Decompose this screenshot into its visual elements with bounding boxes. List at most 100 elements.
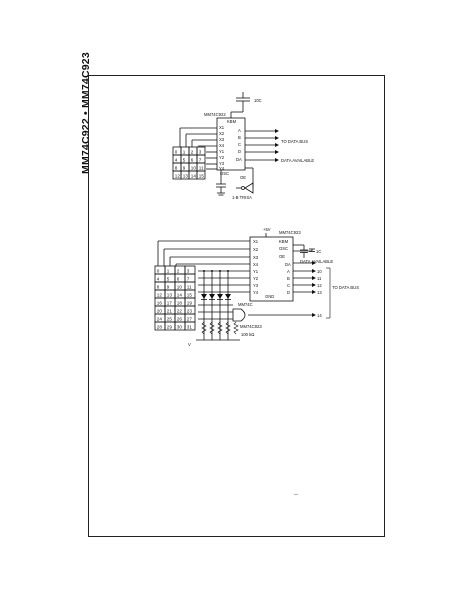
chip2-name: MM74C923: [279, 230, 301, 235]
key-label: 10: [177, 284, 183, 289]
key-label: 31: [187, 324, 193, 329]
page-frame: [88, 75, 385, 537]
diode-symbol: [201, 294, 207, 299]
key-cell: [184, 321, 196, 331]
key-label: 5: [167, 276, 170, 281]
chip2-out-3: C: [287, 283, 290, 288]
resistor-symbol: [201, 321, 207, 335]
resistor-symbol: [225, 321, 231, 335]
chip2-out-0: DA: [285, 262, 291, 267]
chip2-osc: OSC: [279, 246, 288, 251]
chip2-kbm: KBM: [279, 239, 289, 244]
diode-array: [201, 270, 231, 340]
chip1-in-7: Y4: [219, 166, 225, 171]
chip2-in-2: X3: [253, 255, 259, 260]
chip1-in-5: Y2: [219, 155, 225, 160]
resistor-symbol: [217, 321, 223, 335]
key-label: 2: [177, 268, 180, 273]
chip1-in-0: X1: [219, 125, 225, 130]
chip2-out-1: A: [287, 269, 290, 274]
chip2-in-0: X1: [253, 239, 259, 244]
key-label: 29: [167, 324, 173, 329]
out-2-label-3: 12: [317, 283, 322, 288]
key-label: 9: [167, 284, 170, 289]
key-label: 16: [157, 300, 163, 305]
key-label: 1: [167, 268, 170, 273]
resistor-array: [196, 321, 240, 341]
chip1-in-4: Y1: [219, 149, 225, 154]
chip1-in-2: X3: [219, 137, 225, 142]
key-label: 6: [191, 157, 194, 162]
da-label-1: DATA AVAILABLE: [281, 158, 314, 163]
key-label: 14: [191, 173, 197, 178]
chip2-out-2: B: [287, 276, 290, 281]
chip1-in-6: Y3: [219, 161, 225, 166]
key-label: 21: [167, 308, 173, 313]
chip2-oe: OE: [279, 254, 285, 259]
key-label: 18: [177, 300, 183, 305]
junction-dot: [219, 270, 221, 272]
chip1-top-label: KBM: [227, 119, 237, 124]
key-label: 11: [187, 284, 192, 289]
out-2-label-1: 10: [317, 269, 322, 274]
key-label: 8: [175, 165, 178, 170]
chip1-out-0: A: [238, 128, 241, 133]
diagram-2: +5V MM74C923 KBM OSC OE GND X1 X2 X3 X4 …: [154, 227, 359, 347]
key-label: 0: [175, 149, 178, 154]
key-label: 0: [157, 268, 160, 273]
key-label: 10: [191, 165, 197, 170]
key-label: 12: [175, 173, 181, 178]
key-label: 7: [199, 157, 202, 162]
key-label: 17: [167, 300, 173, 305]
chip1-out-2: C: [238, 142, 241, 147]
key-label: 8: [157, 284, 160, 289]
out-2-label-2: 11: [317, 276, 322, 281]
key-label: 1: [183, 149, 186, 154]
chip2-in-1: X2: [253, 247, 259, 252]
key-label: 4: [157, 276, 160, 281]
chip2-in-5: Y2: [253, 276, 259, 281]
key-label: 23: [187, 308, 193, 313]
chip1-out-3: D: [238, 149, 241, 154]
key-label: 6: [177, 276, 180, 281]
key-label: 9: [183, 165, 186, 170]
oe-note-1: 1-B TRISA: [232, 195, 252, 200]
key-label: 15: [199, 173, 205, 178]
junction-dot: [211, 270, 213, 272]
chip1-name: MM74C922: [204, 112, 226, 117]
key-label: 4: [175, 157, 178, 162]
key-label: 25: [167, 316, 173, 321]
out-2-label-4: 13: [317, 290, 322, 295]
bus-label-2: TO DATA BUS: [332, 285, 359, 290]
resistor-symbol: [233, 321, 239, 335]
diode-symbol: [209, 294, 215, 299]
chip2-in-4: Y1: [253, 269, 259, 274]
da-label-2: DATA AVAILABLE: [300, 259, 333, 264]
oe-label-1: OE: [240, 175, 246, 180]
key-label: 12: [157, 292, 163, 297]
key-label: 28: [157, 324, 163, 329]
chip2-in-7: Y4: [253, 290, 259, 295]
key-label: 26: [177, 316, 183, 321]
diode-symbol: [217, 294, 223, 299]
key-label: 13: [167, 292, 173, 297]
resistor-symbol: [209, 321, 215, 335]
key-label: 24: [157, 316, 163, 321]
key-label: 7: [187, 276, 190, 281]
chip1-out-4: DA: [236, 157, 242, 162]
key-label: 30: [177, 324, 183, 329]
resistor-label: 100 kΩ: [241, 332, 254, 337]
key-label: 14: [177, 292, 183, 297]
diode-symbol: [225, 294, 231, 299]
oe-buffer: [244, 182, 254, 194]
junction-dot: [227, 270, 229, 272]
chip2-in-3: X4: [253, 262, 259, 267]
chip1-in-1: X2: [219, 131, 225, 136]
key-label: 13: [183, 173, 189, 178]
chip-mm74c923: [249, 236, 294, 302]
